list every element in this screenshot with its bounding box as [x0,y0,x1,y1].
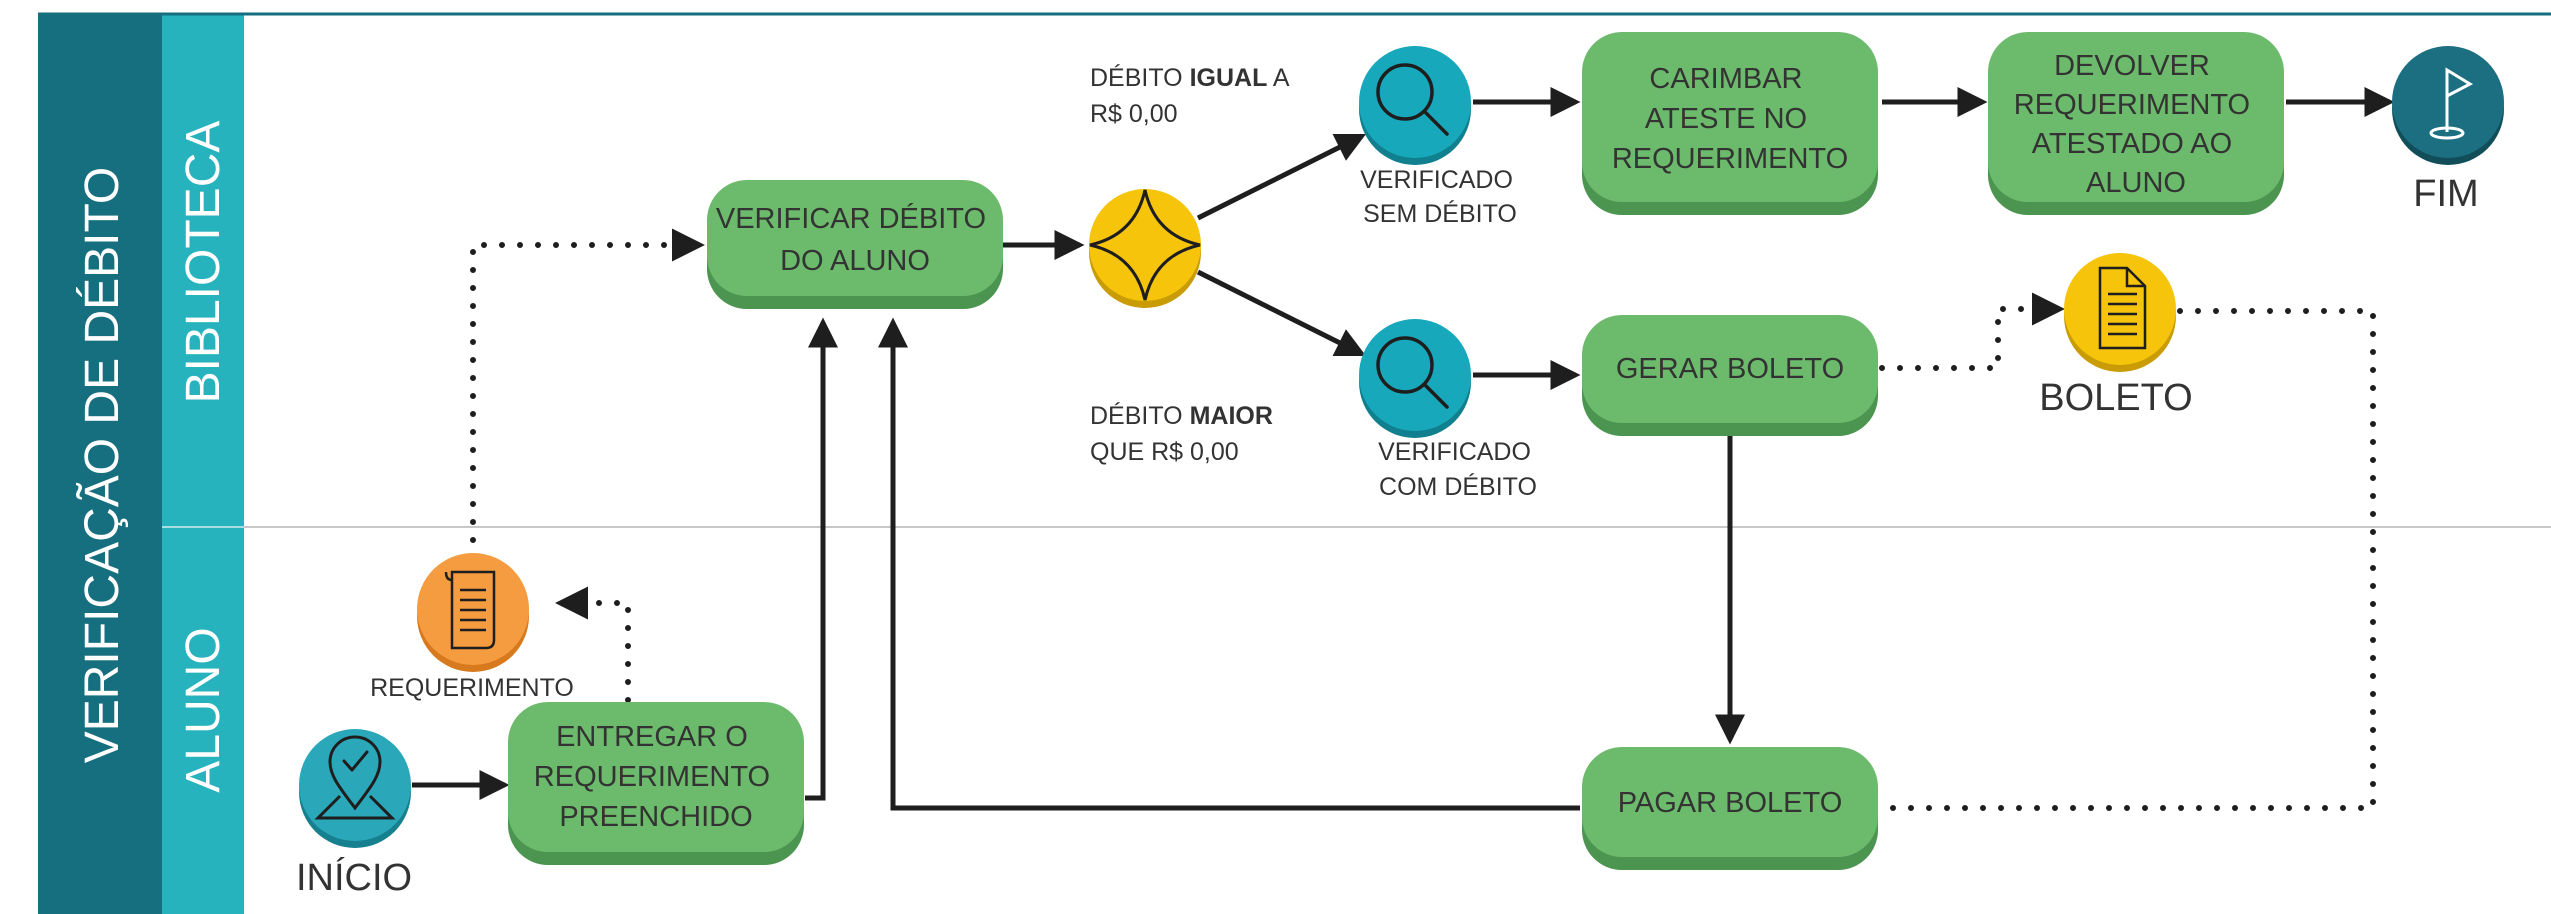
task-label: ATESTE NO [1645,103,1807,135]
event-verificado-sem-debito[interactable] [1359,46,1471,165]
task-label: ATESTADO AO [2032,128,2232,160]
svg-text:DEVOLVER REQUERIMENTO: DEVOLVER REQUERIMENTO ATESTADO AO ALUNO [2014,50,2258,199]
diamond-icon [1089,189,1201,301]
assoc-gerar-boleto [1879,292,2065,371]
task-label: ENTREGAR O [556,721,748,753]
task-verificar-debito[interactable]: VERIFICAR DÉBITO DO ALUNO [707,180,1003,309]
start-label: INÍCIO [296,856,412,899]
svg-text:GERAR BOLETO: GERAR BOLETO [1616,353,1844,385]
magnifier-icon [1376,336,1449,409]
flow-pagar-verificar [878,317,1580,811]
task-gerar-boleto[interactable]: GERAR BOLETO [1582,315,1878,436]
svg-text:PAGAR BOLETO: PAGAR BOLETO [1618,787,1843,819]
pool-title: VERIFICAÇÃO DE DÉBITO [75,167,129,764]
location-pin-icon [314,735,396,820]
task-label: REQUERIMENTO [1612,143,1848,175]
flow-gateway-sem-debito [1196,133,1367,221]
svg-text:VERIFICAR DÉBITO DO ALUN: VERIFICAR DÉBITO DO ALUNO [716,202,994,277]
svg-text:ENTREGAR O REQUERIMENTO: ENTREGAR O REQUERIMENTO PREENCHIDO [534,721,778,833]
pool-band [38,14,162,914]
task-label: ALUNO [2086,167,2186,199]
condition-debito-maior: DÉBITO MAIOR QUE R$ 0,00 [1090,401,1280,466]
document-boleto[interactable] [2064,253,2176,372]
task-label: DEVOLVER [2054,50,2210,82]
task-devolver-requerimento[interactable]: DEVOLVER REQUERIMENTO ATESTADO AO ALUNO [1988,32,2284,215]
lane-band-aluno [162,527,244,914]
lane-title-biblioteca: BIBLIOTECA [177,121,230,404]
lane-title-aluno: ALUNO [177,627,230,792]
flow-entregar-verificar [805,317,838,801]
task-label: DO ALUNO [780,245,930,277]
task-label: PAGAR BOLETO [1618,787,1843,819]
task-label: CARIMBAR [1649,63,1802,95]
task-label: REQUERIMENTO [534,761,770,793]
event-label-sem-debito: VERIFICADO SEM DÉBITO [1360,166,1520,228]
end-label: FIM [2413,173,2478,215]
end-event[interactable] [2392,46,2504,165]
assoc-entregar-requerimento [555,586,631,703]
task-label: GERAR BOLETO [1616,353,1844,385]
magnifier-icon [1376,63,1449,136]
data-associations [470,228,2376,811]
task-pagar-boleto[interactable]: PAGAR BOLETO [1582,747,1878,870]
event-verificado-com-debito[interactable] [1359,319,1471,438]
event-label-com-debito: VERIFICADO COM DÉBITO [1378,438,1538,501]
task-label: VERIFICAR DÉBITO [716,202,986,235]
assoc-boleto-pagar [1882,308,2376,811]
exclusive-gateway[interactable] [1089,189,1201,308]
condition-debito-igual: DÉBITO IGUAL A R$ 0,00 [1090,63,1295,128]
sequence-flows [412,87,2395,811]
lane-band-biblioteca [162,14,244,527]
document-icon [2098,266,2147,350]
svg-text:CARIMBAR ATESTE NO: CARIMBAR ATESTE NO REQUERIMENTO [1612,63,1848,175]
task-label: PREENCHIDO [559,801,752,833]
document-label-boleto: BOLETO [2039,377,2192,419]
task-carimbar-ateste[interactable]: CARIMBAR ATESTE NO REQUERIMENTO [1582,32,1878,215]
start-event[interactable] [299,729,411,848]
task-entregar-requerimento[interactable]: ENTREGAR O REQUERIMENTO PREENCHIDO [508,702,804,865]
flag-icon [2429,67,2474,140]
document-icon [444,570,496,650]
document-label-requerimento: REQUERIMENTO [370,674,574,702]
document-requerimento[interactable] [417,553,529,672]
assoc-requerimento-verificar [470,228,705,543]
task-label: REQUERIMENTO [2014,89,2250,121]
flow-gateway-com-debito [1196,269,1367,357]
